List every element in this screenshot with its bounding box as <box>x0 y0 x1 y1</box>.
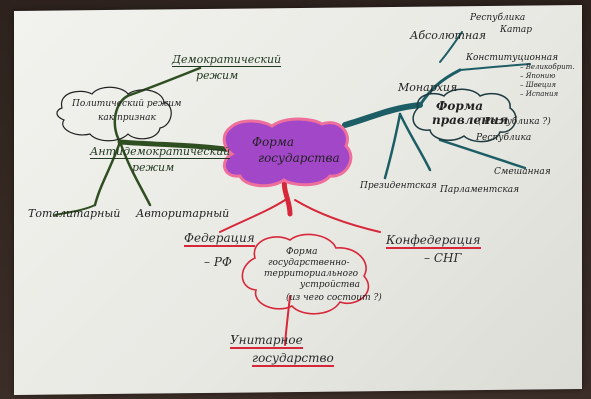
label-const-example-1: – Великобрит. <box>520 63 575 71</box>
label-confederation-example: – СНГ <box>424 251 462 265</box>
label-form-of-rule-line2: правления <box>432 113 509 127</box>
label-republic-tag: Республика <box>476 133 532 143</box>
label-confederation: Конфедерация <box>386 233 481 249</box>
label-federation: Федерация <box>184 231 255 247</box>
label-absolute: Абсолютная <box>410 29 487 42</box>
label-totalitarian: Тоталитарный <box>28 207 121 220</box>
label-democratic-line1: Демократический <box>172 53 282 67</box>
label-republic-bracket: ( Республика ?) <box>478 117 551 127</box>
label-federation-example: – РФ <box>204 255 232 269</box>
label-qatar: Катар <box>500 25 532 35</box>
label-unitary-line1: Унитарное <box>230 333 303 349</box>
label-territorial-line5: (из чего состоит ?) <box>286 293 382 303</box>
label-political-regime-line2: как признак <box>98 113 156 123</box>
red-branch <box>219 175 381 346</box>
label-const-example-4: – Испания <box>520 90 559 98</box>
center-blob <box>222 117 353 188</box>
label-mixed: Смешанная <box>494 167 551 177</box>
label-territorial-line2: государственно- <box>268 258 350 268</box>
label-unitary-line2: государство <box>252 351 334 367</box>
label-parliamentary: Парламентская <box>440 185 520 195</box>
label-constitutional: Конституционная <box>466 53 559 63</box>
center-title-line1: Форма <box>252 135 294 149</box>
label-political-regime-line1: Политический режим <box>72 99 182 109</box>
label-antidemocratic-line1: Антидемократический <box>90 145 231 159</box>
label-antidemocratic-line2: режим <box>132 161 175 174</box>
label-authoritarian: Авторитарный <box>136 207 230 220</box>
label-territorial-line3: территориального <box>264 269 358 279</box>
label-democratic-line2: режим <box>196 69 239 82</box>
label-territorial-line1: Форма <box>286 247 318 257</box>
label-const-example-2: – Японию <box>520 72 556 80</box>
label-republic-small: Республика <box>470 13 526 23</box>
label-presidential: Президентская <box>360 181 437 191</box>
label-const-example-3: – Швеция <box>520 81 556 89</box>
label-form-of-rule-line1: Форма <box>436 99 483 113</box>
label-territorial-line4: устройства <box>300 280 360 290</box>
label-monarchy: Монархия <box>398 81 458 94</box>
center-title-line2: государства <box>258 151 340 165</box>
green-branch <box>54 66 235 216</box>
teal-branch <box>342 31 531 180</box>
